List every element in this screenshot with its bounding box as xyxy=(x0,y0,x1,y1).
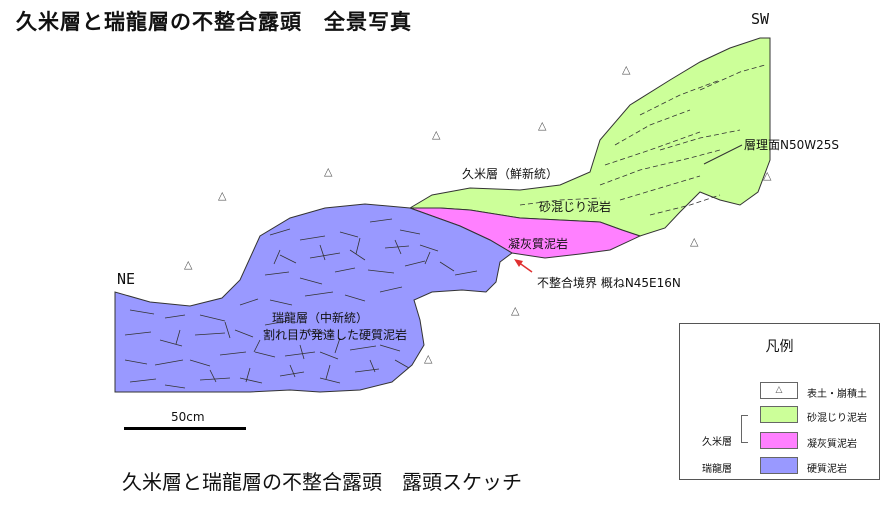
caption: 久米層と瑞龍層の不整合露頭 露頭スケッチ xyxy=(122,470,522,494)
zuiryu-formation-label: 瑞龍層（中新統） xyxy=(272,311,369,325)
soil-marker: △ xyxy=(184,258,193,271)
bedding-leader xyxy=(703,144,743,165)
direction-sw: SW xyxy=(751,10,770,28)
direction-ne: NE xyxy=(117,270,136,288)
legend-label-sandy: 砂混じり泥岩 xyxy=(807,413,867,424)
fracture-lines xyxy=(124,218,478,389)
soil-marker: △ xyxy=(690,235,699,248)
legend-group-zuiryu: 瑞龍層 xyxy=(702,464,732,475)
legend-group-kume: 久米層 xyxy=(702,437,732,448)
soil-marker: △ xyxy=(763,169,772,182)
legend-swatch-hard xyxy=(760,457,798,474)
soil-marker: △ xyxy=(324,165,333,178)
soil-markers: △ △ △ △ △ △ △ △ △ △ xyxy=(184,63,772,365)
sandy-mudstone-label: 砂混じり泥岩 xyxy=(539,200,612,214)
soil-marker: △ xyxy=(511,304,520,317)
scale-bar xyxy=(124,427,246,430)
soil-marker: △ xyxy=(424,352,433,365)
legend-swatch-tuff xyxy=(760,432,798,449)
arrow-head xyxy=(514,259,523,267)
legend-label-hard: 硬質泥岩 xyxy=(807,464,847,475)
legend-box: 凡例 △ 表土・崩積土 砂混じり泥岩 凝灰質泥岩 硬質泥岩 久米層 瑞龍層 xyxy=(679,323,880,480)
soil-marker: △ xyxy=(622,63,631,76)
legend-label-soil: 表土・崩積土 xyxy=(807,389,867,400)
soil-marker: △ xyxy=(432,128,441,141)
legend-swatch-soil: △ xyxy=(760,382,798,399)
legend-bracket xyxy=(741,415,748,443)
kume-formation-label: 久米層（鮮新統） xyxy=(462,167,559,181)
zuiryu-description-label: 割れ目が発達した硬質泥岩 xyxy=(263,328,408,342)
hard-mudstone-unit xyxy=(114,203,513,393)
soil-marker: △ xyxy=(218,189,227,202)
page-title: 久米層と瑞龍層の不整合露頭 全景写真 xyxy=(16,10,412,34)
legend-label-tuff: 凝灰質泥岩 xyxy=(807,439,857,450)
scale-label: 50cm xyxy=(171,410,205,424)
unconformity-label: 不整合境界 概ねN45E16N xyxy=(537,276,681,290)
bedding-label: 層理面N50W25S xyxy=(744,138,839,152)
bedding-dashes xyxy=(519,64,766,216)
legend-swatch-sandy xyxy=(760,406,798,423)
soil-marker: △ xyxy=(538,119,547,132)
legend-title: 凡例 xyxy=(765,339,794,355)
tuff-mudstone-label: 凝灰質泥岩 xyxy=(508,237,569,251)
